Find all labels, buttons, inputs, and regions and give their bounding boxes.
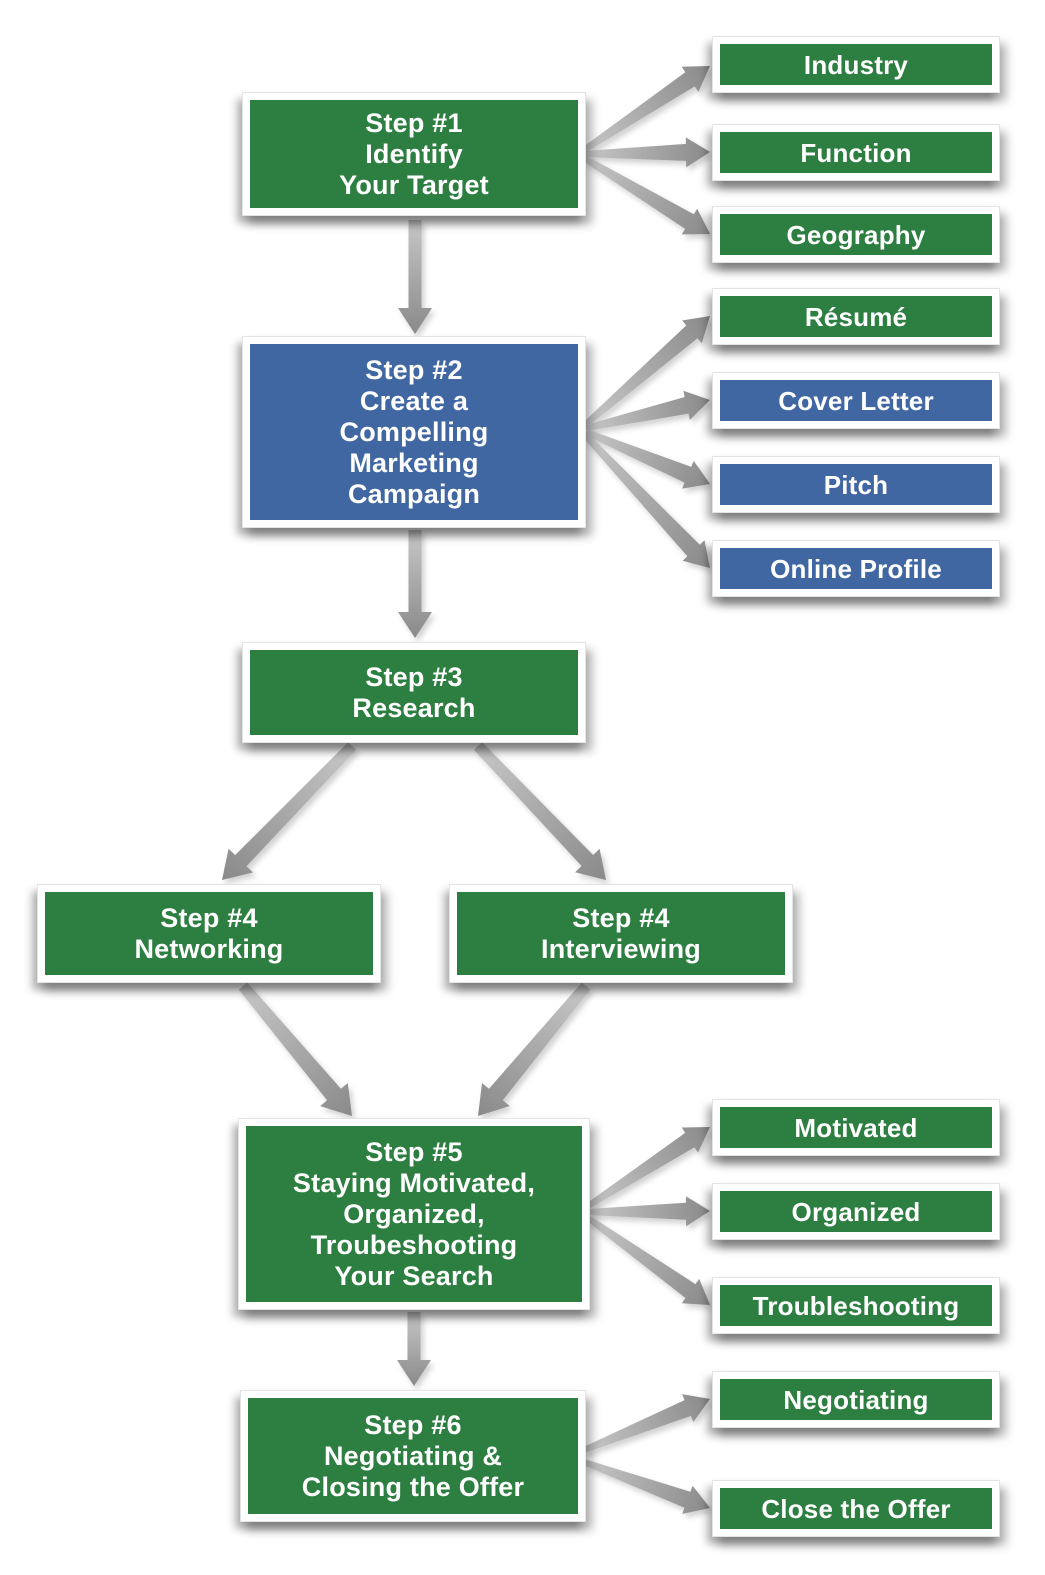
arrow-networking-to-step5 xyxy=(238,982,352,1116)
step3-box: Step #3 Research xyxy=(242,642,586,743)
arrow-step2-to-step3 xyxy=(398,530,432,638)
arrow-step5-to-troubleshooting xyxy=(586,1215,710,1305)
arrow-step6-to-negotiating xyxy=(582,1394,710,1453)
step6-fill: Step #6 Negotiating & Closing the Offer xyxy=(248,1398,578,1514)
step2-label: Step #2 Create a Compelling Marketing Ca… xyxy=(339,354,489,509)
branch-close-the-offer-box: Close the Offer xyxy=(712,1480,1000,1537)
branch-geography-box: Geography xyxy=(712,206,1000,263)
branch-online-profile-fill: Online Profile xyxy=(720,548,992,589)
branch-negotiating-label: Negotiating xyxy=(783,1384,929,1415)
step4-networking-box: Step #4 Networking xyxy=(37,884,381,983)
step4-interviewing-label: Step #4 Interviewing xyxy=(541,902,701,964)
branch-resume-label: Résumé xyxy=(804,301,908,332)
step1-label: Step #1 Identify Your Target xyxy=(339,107,489,200)
branch-cover-letter-label: Cover Letter xyxy=(778,385,934,416)
arrow-step1-to-function xyxy=(584,137,710,168)
step4-networking-label: Step #4 Networking xyxy=(134,902,284,964)
arrow-step2-to-online-profile xyxy=(583,433,710,568)
arrow-step3-to-interviewing xyxy=(474,742,606,880)
branch-geography-fill: Geography xyxy=(720,214,992,255)
branch-troubleshooting-fill: Troubleshooting xyxy=(720,1285,992,1326)
branch-resume-box: Résumé xyxy=(712,288,1000,345)
arrow-step3-to-networking xyxy=(222,742,356,880)
branch-troubleshooting-box: Troubleshooting xyxy=(712,1277,1000,1334)
step2-fill: Step #2 Create a Compelling Marketing Ca… xyxy=(250,344,578,520)
arrow-step2-to-resume xyxy=(584,316,710,427)
step3-fill: Step #3 Research xyxy=(250,650,578,735)
branch-online-profile-label: Online Profile xyxy=(770,553,942,584)
branch-online-profile-box: Online Profile xyxy=(712,540,1000,597)
branch-motivated-box: Motivated xyxy=(712,1099,1000,1156)
step5-fill: Step #5 Staying Motivated, Organized, Tr… xyxy=(246,1126,582,1302)
arrow-step5-to-motivated xyxy=(586,1127,710,1209)
arrow-step2-to-cover-letter xyxy=(585,390,710,431)
branch-close-the-offer-fill: Close the Offer xyxy=(720,1488,992,1529)
step4-networking-fill: Step #4 Networking xyxy=(45,892,373,975)
branch-cover-letter-box: Cover Letter xyxy=(712,372,1000,429)
step5-label: Step #5 Staying Motivated, Organized, Tr… xyxy=(292,1136,536,1291)
branch-motivated-label: Motivated xyxy=(794,1112,918,1143)
step5-box: Step #5 Staying Motivated, Organized, Tr… xyxy=(238,1118,590,1310)
branch-pitch-box: Pitch xyxy=(712,456,1000,513)
branch-organized-label: Organized xyxy=(791,1196,921,1227)
arrow-interviewing-to-step5 xyxy=(478,982,591,1116)
branch-resume-fill: Résumé xyxy=(720,296,992,337)
branch-industry-label: Industry xyxy=(803,49,909,80)
branch-geography-label: Geography xyxy=(786,219,926,250)
branch-industry-fill: Industry xyxy=(720,44,992,85)
branch-function-box: Function xyxy=(712,124,1000,181)
step6-box: Step #6 Negotiating & Closing the Offer xyxy=(240,1390,586,1522)
step3-label: Step #3 Research xyxy=(352,661,476,723)
step1-fill: Step #1 Identify Your Target xyxy=(250,100,578,208)
arrow-step1-to-industry xyxy=(582,66,710,153)
arrow-step5-to-organized xyxy=(588,1196,710,1227)
arrow-step6-to-close-the-offer xyxy=(583,1459,710,1514)
branch-industry-box: Industry xyxy=(712,36,1000,93)
branch-pitch-label: Pitch xyxy=(823,469,889,500)
arrow-step5-to-step6 xyxy=(397,1312,431,1386)
step6-label: Step #6 Negotiating & Closing the Offer xyxy=(301,1409,525,1502)
step1-box: Step #1 Identify Your Target xyxy=(242,92,586,216)
branch-organized-box: Organized xyxy=(712,1183,1000,1240)
arrow-step1-to-geography xyxy=(582,155,710,235)
branch-negotiating-box: Negotiating xyxy=(712,1371,1000,1428)
step2-box: Step #2 Create a Compelling Marketing Ca… xyxy=(242,336,586,528)
branch-close-the-offer-label: Close the Offer xyxy=(761,1493,951,1524)
branch-cover-letter-fill: Cover Letter xyxy=(720,380,992,421)
branch-organized-fill: Organized xyxy=(720,1191,992,1232)
step4-interviewing-fill: Step #4 Interviewing xyxy=(457,892,785,975)
step4-interviewing-box: Step #4 Interviewing xyxy=(449,884,793,983)
branch-function-label: Function xyxy=(800,137,912,168)
arrow-step2-to-pitch xyxy=(584,429,710,489)
branch-motivated-fill: Motivated xyxy=(720,1107,992,1148)
branch-negotiating-fill: Negotiating xyxy=(720,1379,992,1420)
branch-function-fill: Function xyxy=(720,132,992,173)
arrow-step1-to-step2 xyxy=(398,220,432,334)
branch-pitch-fill: Pitch xyxy=(720,464,992,505)
branch-troubleshooting-label: Troubleshooting xyxy=(752,1290,960,1321)
